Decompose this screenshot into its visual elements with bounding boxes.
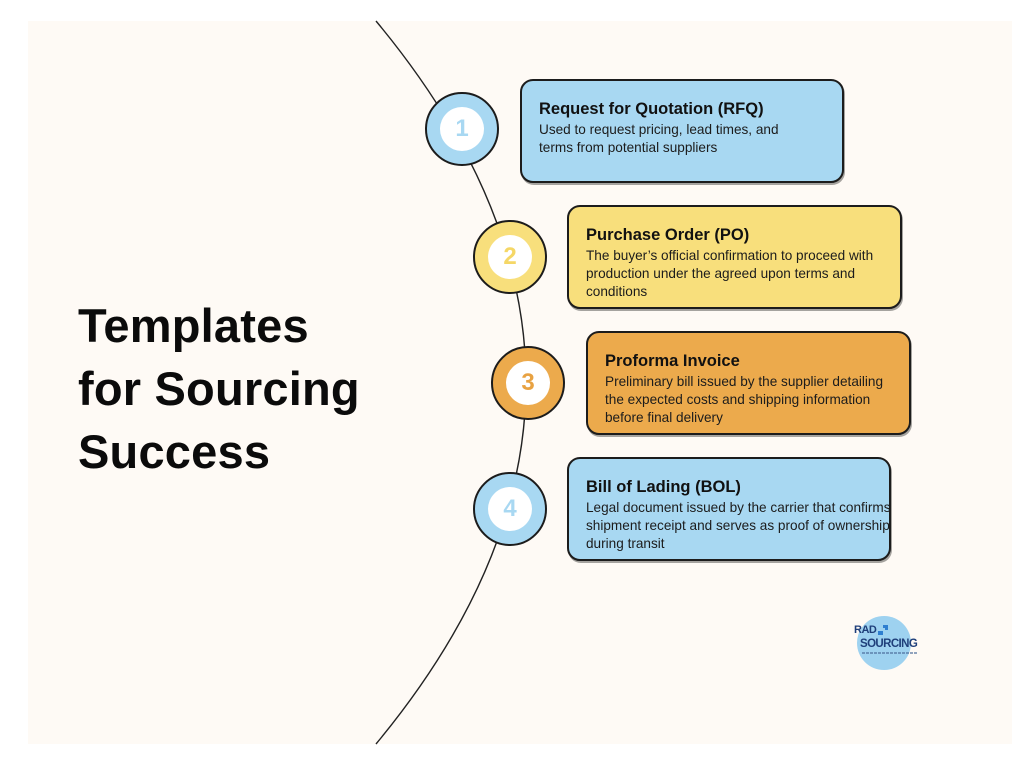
step-3-card: Proforma Invoice Preliminary bill issued… [586,331,911,435]
step-3-title: Proforma Invoice [605,352,740,370]
step-3-number-badge: 3 [491,346,565,420]
step-4-title: Bill of Lading (BOL) [586,478,741,496]
step-2-card: Purchase Order (PO) The buyer’s official… [567,205,902,309]
step-2-number-badge: 2 [473,220,547,294]
title-line-1: Templates [78,299,309,352]
title-line-3: Success [78,425,271,478]
rad-sourcing-logo: RAD SOURCING [854,616,918,670]
logo-text-rad: RAD [854,624,877,636]
step-1-title: Request for Quotation (RFQ) [539,100,764,118]
step-1-number: 1 [440,107,484,151]
page-title: Templates for Sourcing Success [78,294,360,483]
step-3-description: Preliminary bill issued by the supplier … [605,374,884,425]
logo-tagline [862,652,918,654]
step-4-card: Bill of Lading (BOL) Legal document issu… [567,457,891,561]
step-4-description: Legal document issued by the carrier tha… [586,500,891,551]
step-2-title: Purchase Order (PO) [586,226,750,244]
step-1-card: Request for Quotation (RFQ) Used to requ… [520,79,844,183]
title-line-2: for Sourcing [78,362,360,415]
step-4-number: 4 [488,487,532,531]
step-3-number: 3 [506,361,550,405]
step-1-number-badge: 1 [425,92,499,166]
step-1-description: Used to request pricing, lead times, and… [539,122,779,155]
arrows-square-icon [878,625,888,635]
step-4-number-badge: 4 [473,472,547,546]
logo-text-sourcing: SOURCING [860,638,918,650]
step-2-description: The buyer’s official confirmation to pro… [586,248,874,299]
step-2-number: 2 [488,235,532,279]
